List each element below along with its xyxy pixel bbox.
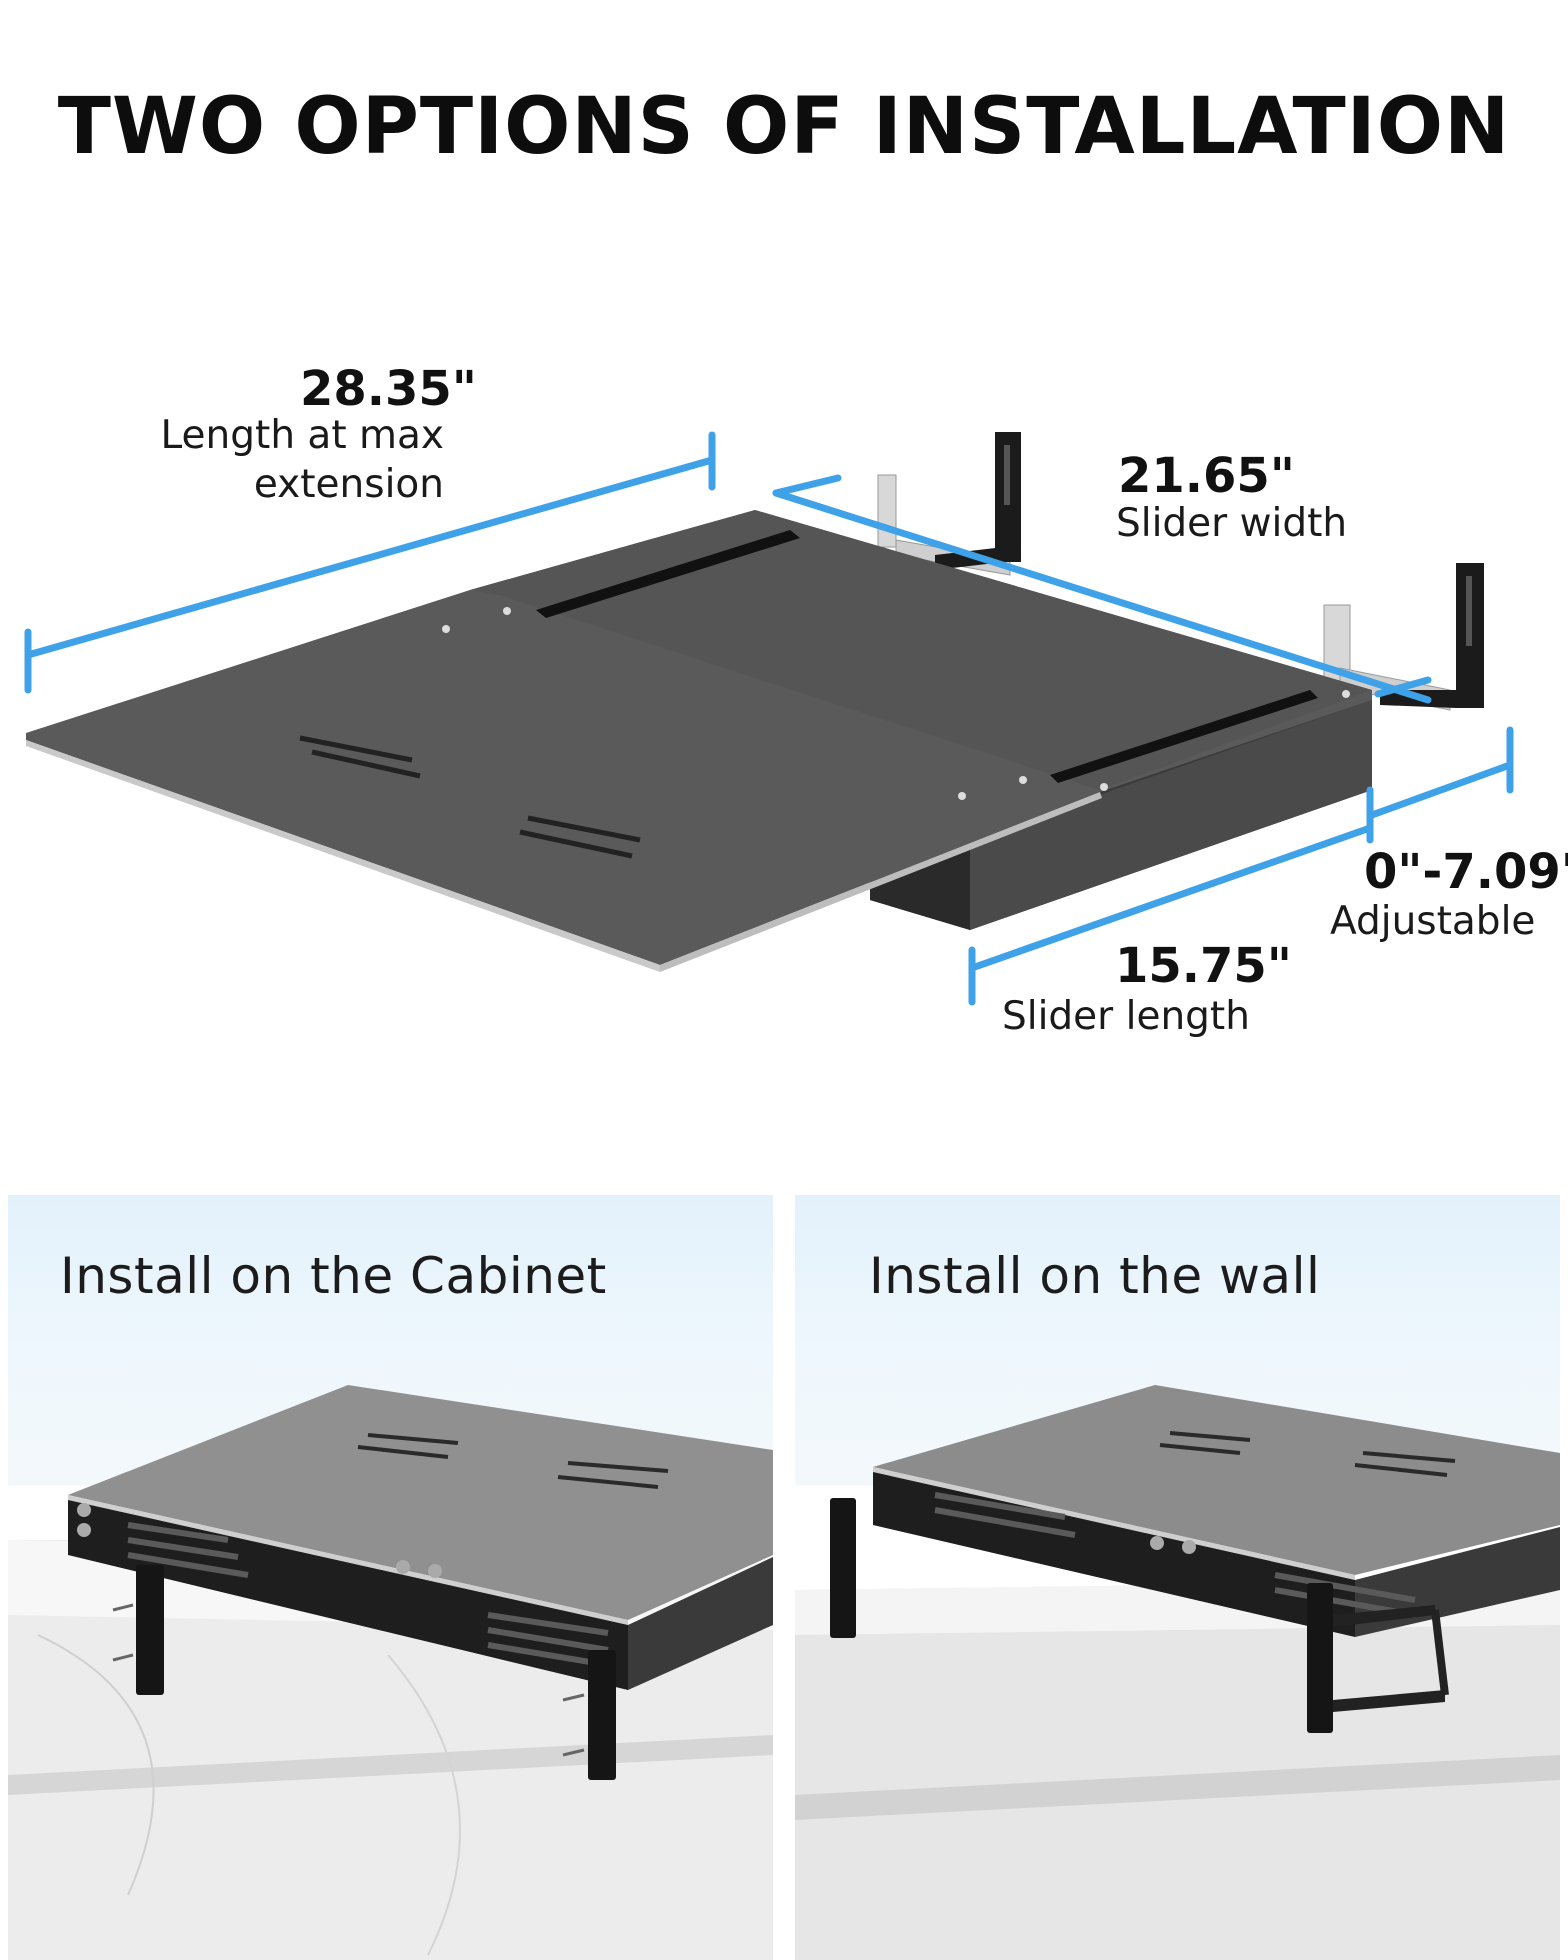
length-label: Length at max extension bbox=[156, 412, 444, 510]
cabinet-illustration bbox=[8, 1385, 773, 1960]
length-dimension-line bbox=[24, 456, 716, 659]
wall-panel-title: Install on the wall bbox=[869, 1247, 1321, 1305]
length-label-line1: Length at max bbox=[160, 413, 444, 458]
width-value: 21.65" bbox=[1118, 448, 1295, 504]
adjustable-label: Adjustable bbox=[1330, 899, 1536, 944]
adjustable-dimension-line bbox=[1368, 761, 1514, 819]
cabinet-install-panel: Install on the Cabinet bbox=[8, 1195, 773, 1960]
length-value: 28.35" bbox=[300, 361, 477, 417]
width-dimension-line bbox=[772, 489, 1432, 704]
slider-length-value: 15.75" bbox=[1115, 938, 1292, 994]
length-label-line2: extension bbox=[253, 461, 444, 507]
cabinet-panel-title: Install on the Cabinet bbox=[60, 1247, 607, 1305]
adjustable-value: 0"-7.09" bbox=[1364, 844, 1568, 900]
wall-illustration bbox=[795, 1385, 1560, 1960]
shelf-plate bbox=[26, 510, 1372, 972]
page-title: TWO OPTIONS OF INSTALLATION bbox=[57, 82, 1511, 172]
wall-install-panel: Install on the wall bbox=[795, 1195, 1560, 1960]
dimension-diagram bbox=[24, 431, 1514, 1006]
dimension-lines bbox=[24, 431, 1514, 1006]
width-label: Slider width bbox=[1116, 501, 1348, 546]
slider-length-dimension-line bbox=[968, 824, 1374, 972]
slider-length-label: Slider length bbox=[1002, 994, 1250, 1039]
